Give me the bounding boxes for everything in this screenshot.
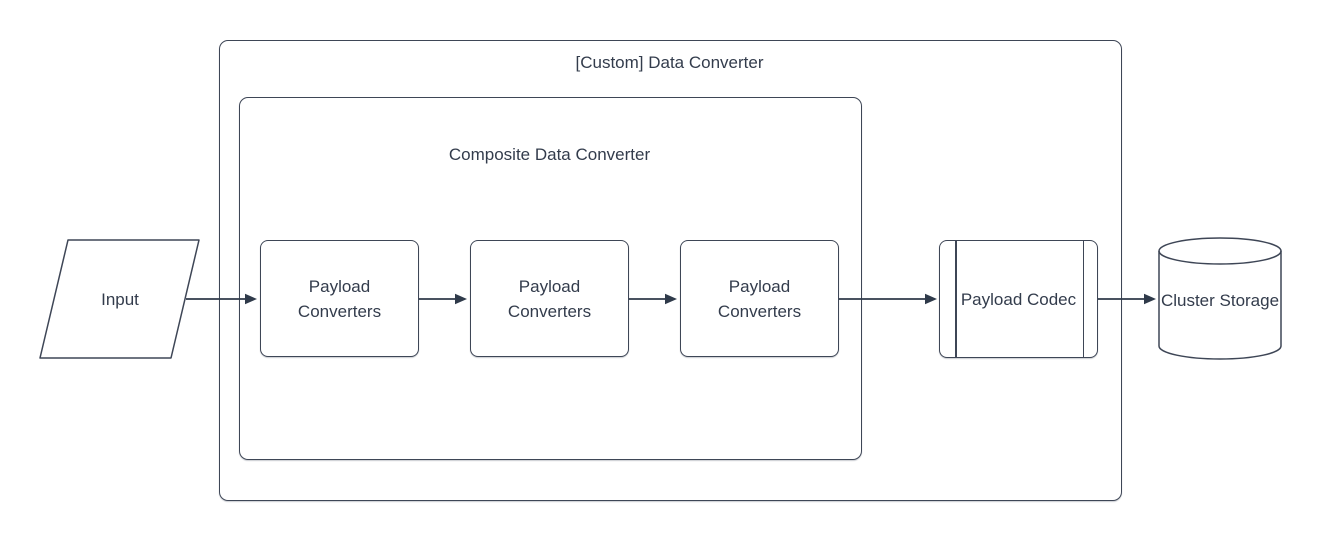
edge-converter1-to-converter2 — [418, 293, 467, 305]
codec-left-bar — [955, 241, 957, 357]
payload-converters-1-label: Payload Converters — [297, 276, 382, 321]
cluster-storage-label: Cluster Storage — [1160, 290, 1280, 310]
edge-converter3-to-codec — [838, 293, 937, 305]
composite-data-converter-title: Composite Data Converter — [448, 145, 651, 164]
input-parallelogram-shape — [39, 239, 200, 359]
payload-converters-3-label: Payload Converters — [717, 276, 802, 321]
cluster-storage-cylinder-body — [1158, 237, 1282, 360]
input-label: Input — [101, 289, 139, 309]
node-payload-codec: Payload Codec — [939, 240, 1098, 358]
composite-data-converter-container — [239, 97, 862, 460]
node-payload-converters-3: Payload Converters — [680, 240, 839, 357]
node-payload-converters-1: Payload Converters — [260, 240, 419, 357]
node-cluster-storage: Cluster Storage — [1159, 244, 1281, 356]
custom-data-converter-title: [Custom] Data Converter — [575, 53, 764, 72]
node-payload-converters-2: Payload Converters — [470, 240, 629, 357]
edge-codec-to-storage — [1097, 293, 1156, 305]
node-input: Input — [40, 240, 200, 358]
custom-data-converter-container — [219, 40, 1122, 501]
payload-converters-2-label: Payload Converters — [507, 276, 592, 321]
payload-codec-label: Payload Codec — [960, 289, 1077, 309]
codec-right-bar — [1082, 241, 1084, 357]
edge-input-to-converter1 — [186, 293, 257, 305]
edge-converter2-to-converter3 — [628, 293, 677, 305]
cluster-storage-cylinder-lid — [1158, 250, 1282, 265]
